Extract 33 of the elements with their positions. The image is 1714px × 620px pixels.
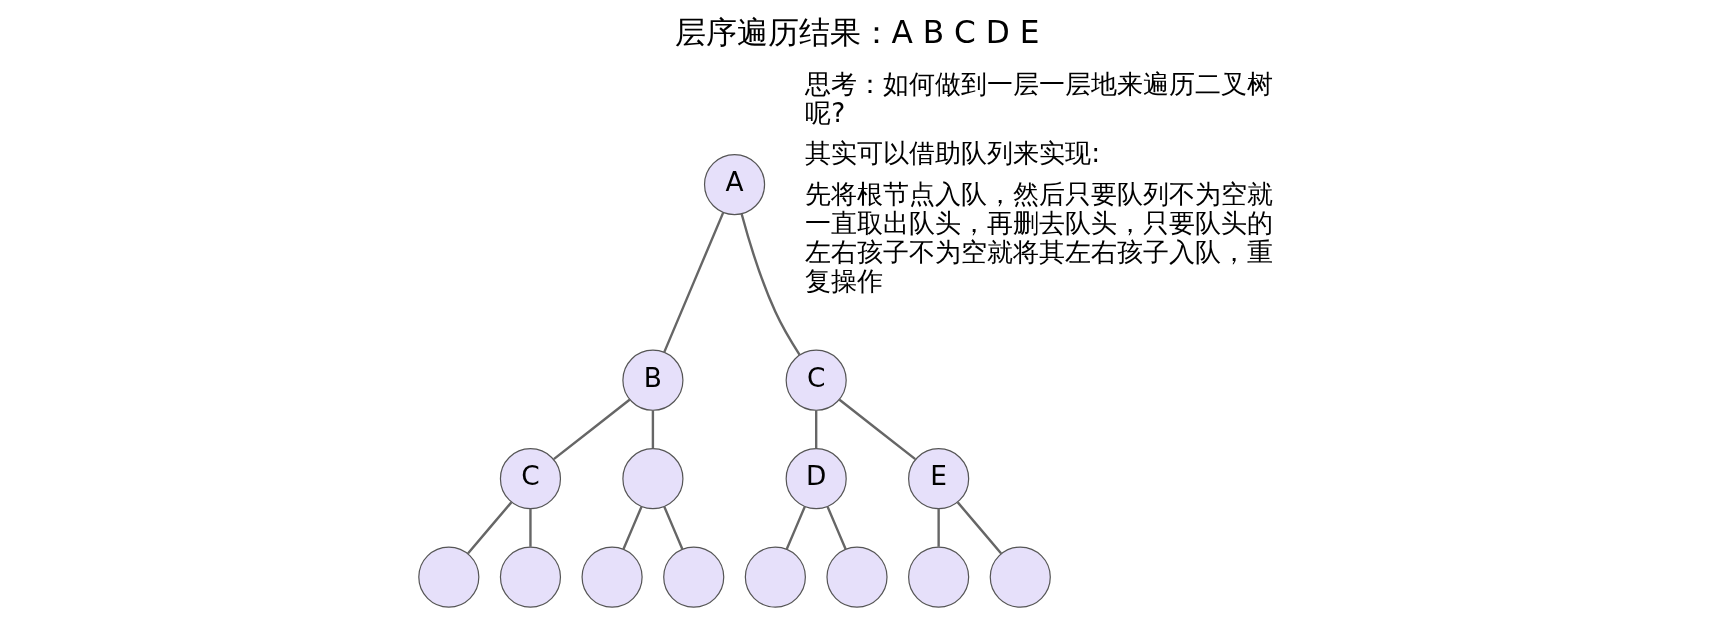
connector [814,410,818,449]
node-circle [744,546,806,608]
node-circle: E [908,448,970,510]
connector [740,213,801,356]
connector [529,508,532,547]
connector [663,212,725,353]
node-circle [581,546,643,608]
label: 先将根节点入队，然后只要队列不为空就一直取出队头，再删去队头，只要队头的左右孩子不为空就将其左右孩子入队，重复操作 [805,178,1274,296]
connector [553,398,631,461]
connector [826,506,847,550]
connector [838,398,917,461]
node-circle [418,546,480,608]
connector [651,410,655,449]
node-circle [826,546,888,608]
node-circle: C [785,349,847,411]
diagram-title: 层序遍历结果：A B C D E [674,13,1040,50]
connector [937,508,940,547]
node-circle [989,546,1051,608]
node-circle: D [785,448,847,510]
node-circle [663,546,725,608]
connector [622,506,643,550]
connector [467,501,513,555]
connector [663,506,684,550]
label: 其实可以借助队列来实现: [805,137,1101,169]
node-circle: A [703,153,766,216]
node-circle [499,546,562,608]
connector [785,506,806,550]
node-circle [908,546,970,608]
label: 思考：如何做到一层一层地来遍历二叉树呢? [805,67,1274,128]
connector [956,501,1003,555]
node-circle: B [622,349,684,411]
node-circle: C [499,448,562,510]
node-circle [622,448,684,510]
